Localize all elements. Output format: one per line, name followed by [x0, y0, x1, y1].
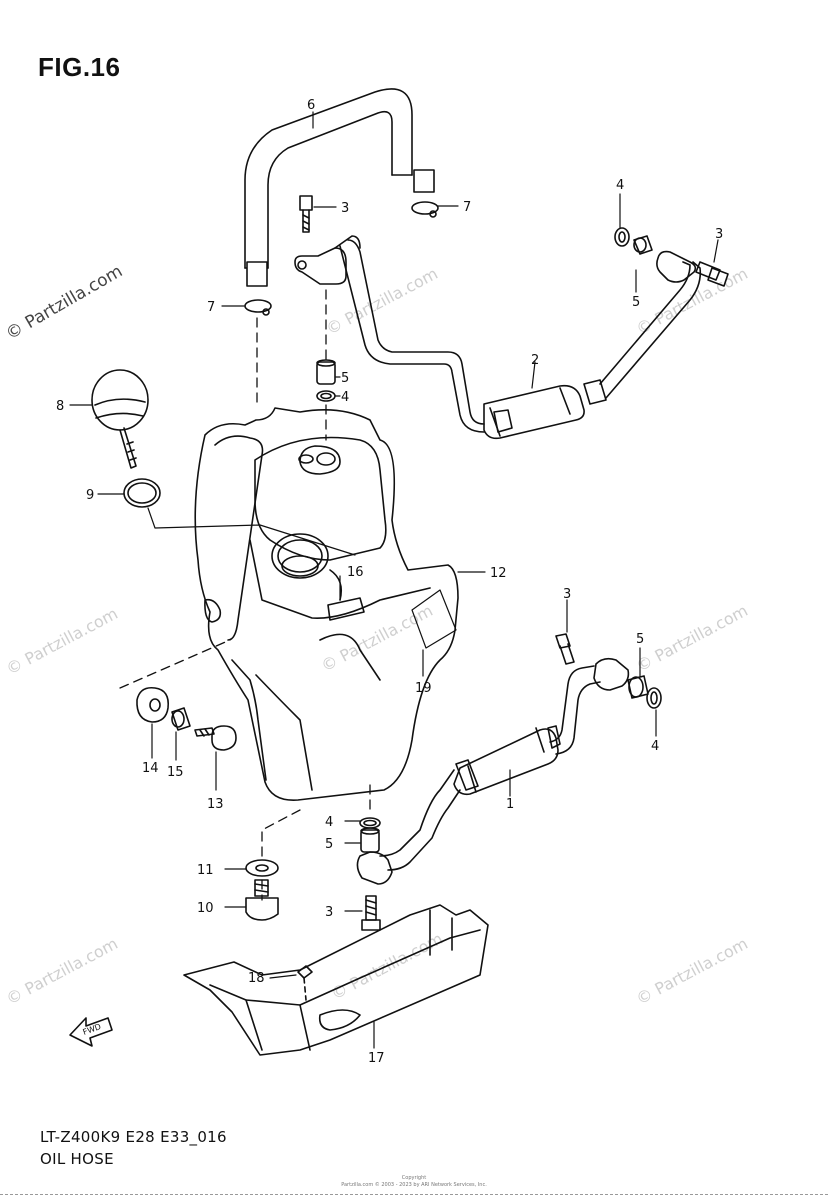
- callout-label: 7: [463, 200, 471, 215]
- breather-hose-6: [244, 88, 435, 287]
- callout-label: 3: [325, 905, 333, 920]
- callout-label: 11: [197, 863, 214, 878]
- washer-11: [245, 859, 279, 877]
- diagram-caption: OIL HOSE: [40, 1150, 114, 1168]
- callout-label: 2: [531, 353, 539, 368]
- callout-label: 17: [368, 1051, 385, 1066]
- callout-label: 13: [207, 797, 224, 812]
- callout-label: 19: [415, 681, 432, 696]
- watermark: © Partzilla.com: [318, 601, 436, 676]
- clip-7-lower: [244, 299, 272, 316]
- spacer-5-bottom: [360, 827, 380, 853]
- copyright-line: Partzilla.com © 2003 - 2023 by ARI Netwo…: [341, 1182, 487, 1188]
- watermark: © Partzilla.com: [633, 601, 751, 676]
- washer-4-lower-right: [646, 687, 662, 709]
- watermark: © Partzilla.com: [633, 264, 751, 339]
- washer-4-top: [316, 390, 336, 402]
- watermark: © Partzilla.com: [633, 934, 751, 1009]
- callout-labels: 6 3 7 4 3 5 7 2 5 4 8 9 12 16 3 5 19 4 1…: [56, 98, 723, 1066]
- callout-label: 9: [86, 488, 94, 503]
- guide-lines: [119, 289, 371, 901]
- bolt-13: [194, 725, 237, 751]
- bolt-3-top: [299, 195, 313, 233]
- oil-hose-2: [339, 239, 702, 440]
- watermark: © Partzilla.com: [3, 604, 121, 679]
- guard-plate-17: [183, 904, 489, 1056]
- clip-7-upper: [411, 201, 439, 218]
- spacer-5-lower-right: [627, 675, 649, 699]
- callout-label: 5: [636, 632, 644, 647]
- clip-18: [297, 965, 313, 1001]
- oil-tank-12: [194, 407, 459, 801]
- spacer-5-top: [316, 359, 336, 385]
- watermark: © Partzilla.com: [323, 264, 441, 339]
- callout-label: 5: [325, 837, 333, 852]
- spacer-5-right: [633, 235, 653, 255]
- filler-cap-8: [91, 369, 149, 469]
- callout-label: 5: [341, 371, 349, 386]
- callout-label: 3: [341, 201, 349, 216]
- callout-label: 16: [347, 565, 364, 580]
- watermark: © Partzilla.com: [3, 261, 127, 344]
- banjo-fitting-top: [294, 235, 361, 285]
- fwd-arrow-icon: [69, 1017, 113, 1047]
- callout-label: 4: [341, 390, 349, 405]
- washer-4-bottom: [359, 817, 381, 829]
- drain-bolt-10: [245, 879, 279, 921]
- callout-label: 3: [563, 587, 571, 602]
- callout-label: 7: [207, 300, 215, 315]
- callout-label: 18: [248, 971, 265, 986]
- callout-label: 4: [325, 815, 333, 830]
- collar-15: [171, 707, 191, 731]
- oil-hose-1: [356, 657, 630, 885]
- figure-title: FIG.16: [38, 52, 121, 82]
- copyright-line: Copyright: [401, 1175, 427, 1181]
- callout-label: 4: [651, 739, 659, 754]
- callout-label: 14: [142, 761, 159, 776]
- model-code: LT-Z400K9 E28 E33_016: [40, 1128, 227, 1146]
- o-ring-9: [123, 478, 161, 508]
- callout-label: 1: [506, 797, 514, 812]
- callout-label: 3: [715, 227, 723, 242]
- callout-label: 6: [307, 98, 315, 113]
- callout-label: 5: [632, 295, 640, 310]
- bottom-divider: [0, 1194, 828, 1195]
- leader-lines: [69, 111, 719, 1049]
- bolt-3-mid: [555, 633, 575, 665]
- watermark: © Partzilla.com: [3, 934, 121, 1009]
- grommet-14: [136, 686, 170, 723]
- bolt-3-bottom: [361, 895, 381, 931]
- washer-4-right: [614, 227, 630, 247]
- callout-label: 4: [616, 178, 624, 193]
- callout-label: 12: [490, 566, 507, 581]
- callout-label: 8: [56, 399, 64, 414]
- bolt-3-right: [695, 261, 729, 287]
- callout-label: 10: [197, 901, 214, 916]
- callout-label: 15: [167, 765, 184, 780]
